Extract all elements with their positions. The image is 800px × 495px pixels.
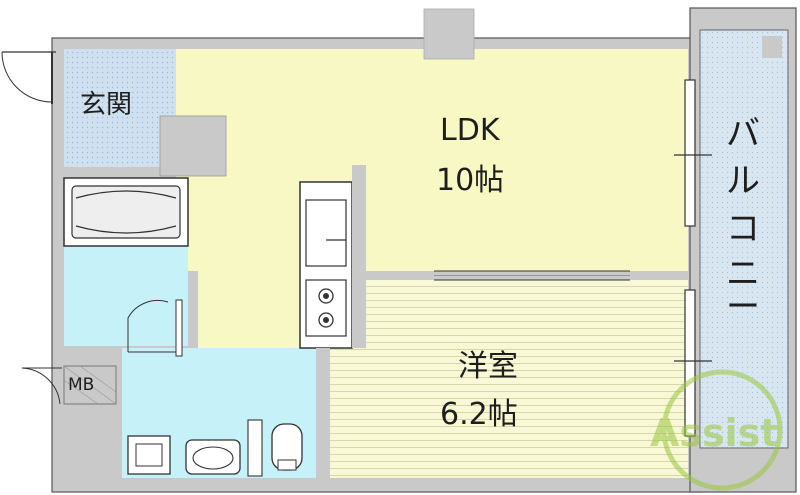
balcony-char: ル [726, 161, 760, 201]
interior-wall-kitchen [352, 165, 366, 348]
balcony-char: バ [726, 114, 760, 154]
genkan-floor [64, 49, 176, 167]
balcony-window-ldk [674, 79, 712, 227]
mb-closet [21, 365, 117, 405]
balcony-char: ニ [726, 254, 760, 294]
washroom-door [127, 299, 183, 357]
ldk-size: 10帖 [436, 163, 504, 198]
balcony-label: バ ル コ ニ ー [726, 114, 760, 327]
yoshitsu-size: 6.2帖 [440, 397, 518, 432]
yoshitsu-name: 洋室 [458, 349, 518, 384]
interior-wall-yoshitsu [316, 348, 330, 478]
toilet-icon [247, 419, 303, 477]
kitchen-counter [299, 181, 353, 349]
stove-icon [318, 288, 334, 328]
structural-column-top [423, 8, 475, 60]
assist-watermark: Assist [650, 369, 783, 491]
balcony-char: ー [726, 287, 760, 327]
sliding-door-yoshitsu [366, 270, 688, 281]
assist-logo-text: Assist [650, 411, 778, 455]
bathroom [63, 177, 189, 346]
mb-label: MB [68, 375, 94, 395]
yoshitsu-floor [330, 280, 688, 478]
genkan-label: 玄関 [80, 90, 132, 120]
genkan-step-post [159, 115, 227, 177]
entrance-door [1, 51, 56, 104]
ldk-name: LDK [440, 113, 501, 148]
balcony-window-yoshitsu [674, 289, 712, 437]
balcony-char: コ [726, 209, 760, 249]
